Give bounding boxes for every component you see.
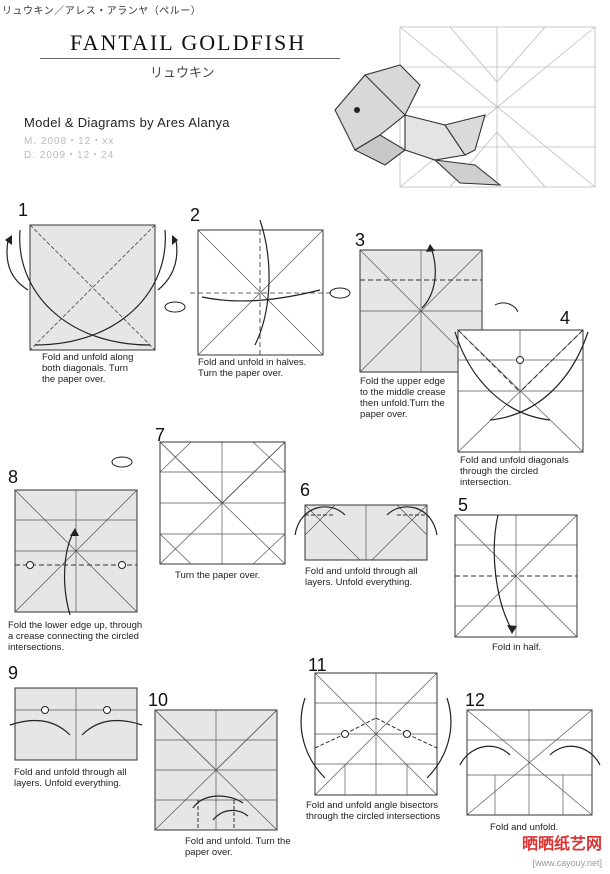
step-5-diagram <box>454 514 578 638</box>
step-number-4: 4 <box>560 308 571 328</box>
step-number-12: 12 <box>465 690 486 710</box>
step-1-caption: Fold and unfold along both diagonals. Tu… <box>42 352 134 385</box>
step-number-2: 2 <box>190 205 201 225</box>
step-2-caption: Fold and unfold in halves. Turn the pape… <box>198 357 307 379</box>
step-4-diagram <box>454 302 589 453</box>
step-number-9: 9 <box>8 663 19 683</box>
watermark-logo: 晒晒纸艺网 <box>521 836 602 853</box>
step-number-5: 5 <box>458 495 469 515</box>
step-6-caption: Fold and unfold through all layers. Unfo… <box>305 566 418 588</box>
step-8-caption: Fold the lower edge up, through a crease… <box>8 620 143 653</box>
step-3-caption: Fold the upper edge to the middle crease… <box>360 376 446 420</box>
step-12-caption: Fold and unfold. <box>490 822 559 833</box>
step-1-diagram <box>5 224 178 351</box>
date-diagram: D. 2009・12・24 <box>24 150 115 161</box>
step-8-diagram <box>14 456 138 616</box>
crease-pattern-illustration <box>399 26 596 188</box>
step-number-6: 6 <box>300 480 311 500</box>
step-4-caption: Fold and unfold diagonals through the ci… <box>460 455 569 488</box>
step-9-diagram <box>9 687 143 761</box>
step-number-8: 8 <box>8 467 19 487</box>
step-11-caption: Fold and unfold angle bisectors through … <box>306 800 441 822</box>
step-number-3: 3 <box>355 230 366 250</box>
jp-subtitle: リュウキン <box>150 65 215 80</box>
watermark-url: [www.cayouy.net] <box>532 858 602 868</box>
step-7-diagram <box>159 441 286 565</box>
step-6-diagram <box>294 504 438 561</box>
page-title: FANTAIL GOLDFISH <box>70 30 307 55</box>
step-number-10: 10 <box>148 690 169 710</box>
eye-icon <box>354 107 360 113</box>
step-11-diagram <box>300 672 452 796</box>
step-10-diagram <box>154 709 278 831</box>
step-number-1: 1 <box>18 200 29 220</box>
step-10-caption: Fold and unfold. Turn the paper over. <box>185 836 291 858</box>
step-12-diagram <box>459 709 601 816</box>
step-5-caption: Fold in half. <box>492 642 542 653</box>
step-9-caption: Fold and unfold through all layers. Unfo… <box>14 767 127 789</box>
step-7-caption: Turn the paper over. <box>175 570 261 581</box>
date-model: M. 2008・12・xx <box>24 136 115 147</box>
step-2-diagram <box>164 219 351 356</box>
step-number-11: 11 <box>308 655 327 675</box>
goldfish-model-drawing <box>334 64 502 186</box>
credit-line: Model & Diagrams by Ares Alanya <box>24 115 230 130</box>
title-rule <box>40 58 340 59</box>
jp-header-note: リュウキン／アレス・アランヤ（ペルー） <box>2 6 202 17</box>
step-number-7: 7 <box>155 425 166 445</box>
